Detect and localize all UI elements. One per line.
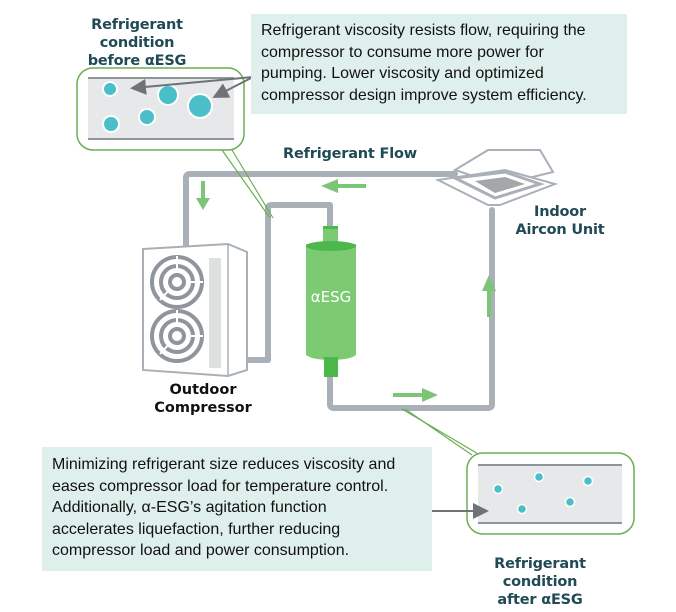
note-line: compressor design improve system efficie…: [261, 86, 587, 104]
before-condition-bubble: [76, 67, 254, 151]
size-reduction-explanation-note: Minimizing refrigerant size reduces visc…: [42, 447, 432, 571]
indoor-label-line-1: Indoor: [534, 204, 586, 220]
small-refrigerant-particles: [492, 471, 594, 515]
flow-arrow-down-icon: [196, 181, 210, 210]
note-line: compressor to consume more power for: [261, 43, 544, 61]
after-condition-bubble: [432, 452, 635, 535]
particle: [582, 475, 594, 487]
after-condition-title-line-1: Refrigerant condition: [494, 556, 586, 590]
particle: [102, 115, 120, 133]
callout-connector-bottom: [401, 408, 481, 456]
particle: [516, 503, 528, 515]
indoor-label-line-2: Aircon Unit: [515, 222, 605, 238]
particle: [102, 81, 118, 97]
note-line: eases compressor load for temperature co…: [52, 477, 389, 495]
particle: [138, 108, 156, 126]
before-condition-title-line-2: before αESG: [87, 53, 187, 69]
particle: [533, 471, 545, 483]
note-line: accelerates liquefaction, further reduci…: [52, 520, 341, 538]
callout-connector-top: [221, 149, 274, 219]
outdoor-compressor-label: Outdoor Compressor: [148, 381, 258, 417]
viscosity-explanation-note: Refrigerant viscosity resists flow, requ…: [251, 14, 627, 114]
flow-arrow-up-icon: [482, 275, 496, 317]
particle: [492, 483, 504, 495]
outdoor-label-line-1: Outdoor: [169, 382, 237, 398]
before-condition-title-line-1: Refrigerant condition: [91, 17, 183, 51]
after-condition-title: Refrigerant condition after αESG: [455, 555, 625, 609]
alpha-esg-device-icon: [306, 226, 356, 377]
indoor-aircon-unit-icon: [434, 149, 559, 206]
note-line: compressor load and power consumption.: [52, 542, 350, 559]
particle: [187, 93, 213, 119]
large-refrigerant-particles: [102, 81, 213, 133]
note-line: Refrigerant viscosity resists flow, requ…: [261, 22, 586, 39]
note-line: Additionally, α-ESG’s agitation function: [52, 499, 327, 516]
viscosity-pointer-arrows: [130, 76, 254, 98]
refrigerant-pipe: [183, 171, 495, 411]
indoor-aircon-label: Indoor Aircon Unit: [510, 203, 610, 239]
refrigerant-flow-label: Refrigerant Flow: [283, 146, 417, 162]
before-condition-title: Refrigerant condition before αESG: [52, 16, 222, 70]
particle: [564, 496, 576, 508]
flow-arrows: [196, 179, 496, 402]
flow-arrow-left-icon: [321, 179, 366, 193]
note-line: Minimizing refrigerant size reduces visc…: [52, 456, 396, 473]
flow-arrow-right-icon: [393, 388, 438, 402]
after-condition-title-line-2: after αESG: [497, 592, 583, 608]
outdoor-compressor-icon: [142, 242, 248, 378]
note-line: pumping. Lower viscosity and optimized: [261, 65, 544, 82]
particle: [157, 84, 179, 106]
outdoor-label-line-2: Compressor: [154, 400, 252, 416]
alpha-esg-device-label: αESG: [310, 288, 352, 306]
